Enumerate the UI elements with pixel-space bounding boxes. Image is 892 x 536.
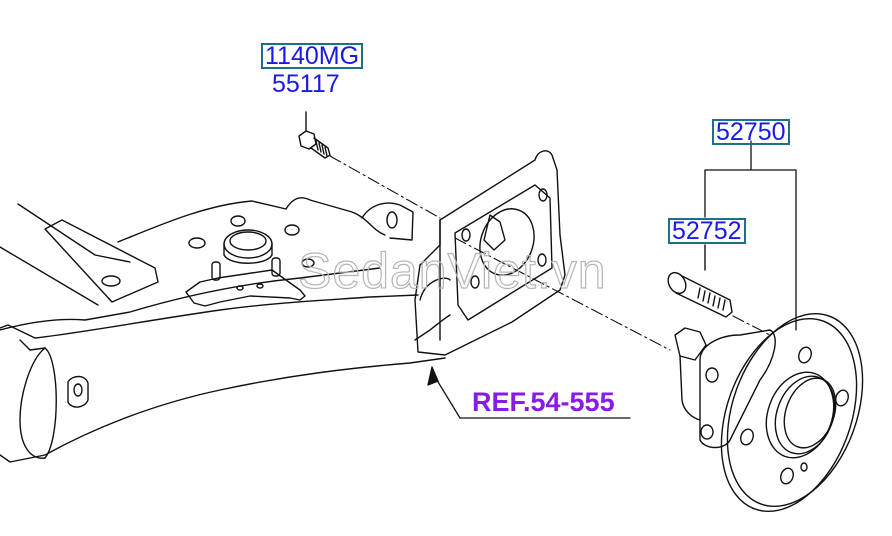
part-label-bolt[interactable]: 55117: [272, 70, 340, 98]
part-label-bolt-code[interactable]: 1140MG: [261, 43, 364, 69]
axle-beam: [0, 197, 451, 463]
part-label-hub-bolt[interactable]: 52752: [668, 218, 746, 244]
hub-bearing-52750: [674, 312, 864, 513]
leader-lines: [427, 140, 797, 419]
part-label-hub-assembly[interactable]: 52750: [712, 119, 790, 145]
bolt-55117: [298, 111, 331, 159]
knuckle-flange: [414, 150, 566, 356]
hub-bolt-52752: [667, 244, 733, 318]
reference-label[interactable]: REF.54-555: [472, 387, 615, 417]
center-lines: [329, 155, 771, 351]
